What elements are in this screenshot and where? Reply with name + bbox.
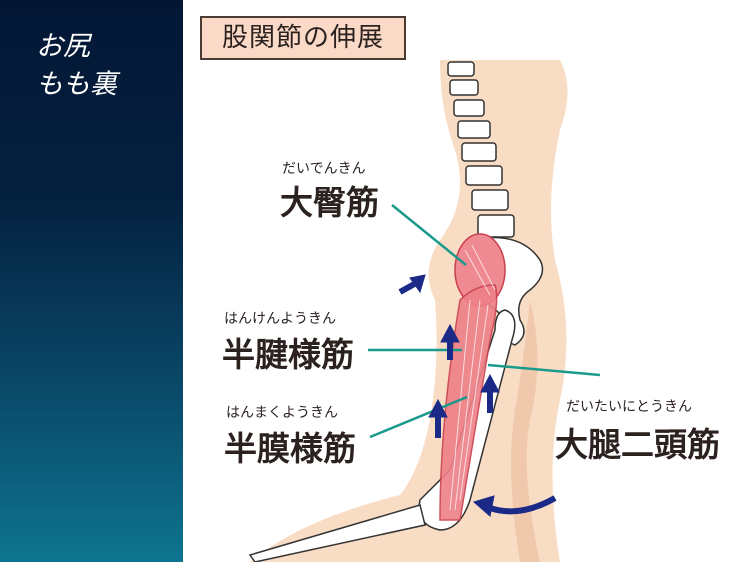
shadow [511,300,540,562]
label-semimembranosus: 半膜様筋 [224,429,356,468]
label-semitendinosus: 半腱様筋 [222,335,354,374]
label-furigana: だいたいにとうきん [566,399,692,415]
arrow-up-right-icon [398,274,426,295]
arrow-up-icon [480,373,500,413]
spine-icon [447,61,515,238]
sidebar-title: お尻 もも裏 [36,31,117,100]
curved-arrow-left-icon [472,495,557,517]
leader-line-biceps-femoris [487,363,601,377]
label-biceps-femoris: 大腿二頭筋 [555,425,720,464]
arrow-up-icon [440,323,460,360]
sidebar-panel: お尻 もも裏 [0,0,183,562]
leader-line-gluteus [391,204,467,266]
label-furigana: だいでんきん [282,161,366,177]
arrow-up-icon [428,398,448,438]
anatomy-illustration [248,60,601,562]
tibia-icon [248,504,426,562]
label-gluteus-maximus: 大臀筋 [280,183,379,222]
label-furigana: はんまくようきん [226,405,338,421]
label-furigana: はんけんようきん [224,311,336,327]
slide-title: 股関節の伸展 [200,16,406,60]
leader-line-semimembranosus [369,395,468,439]
